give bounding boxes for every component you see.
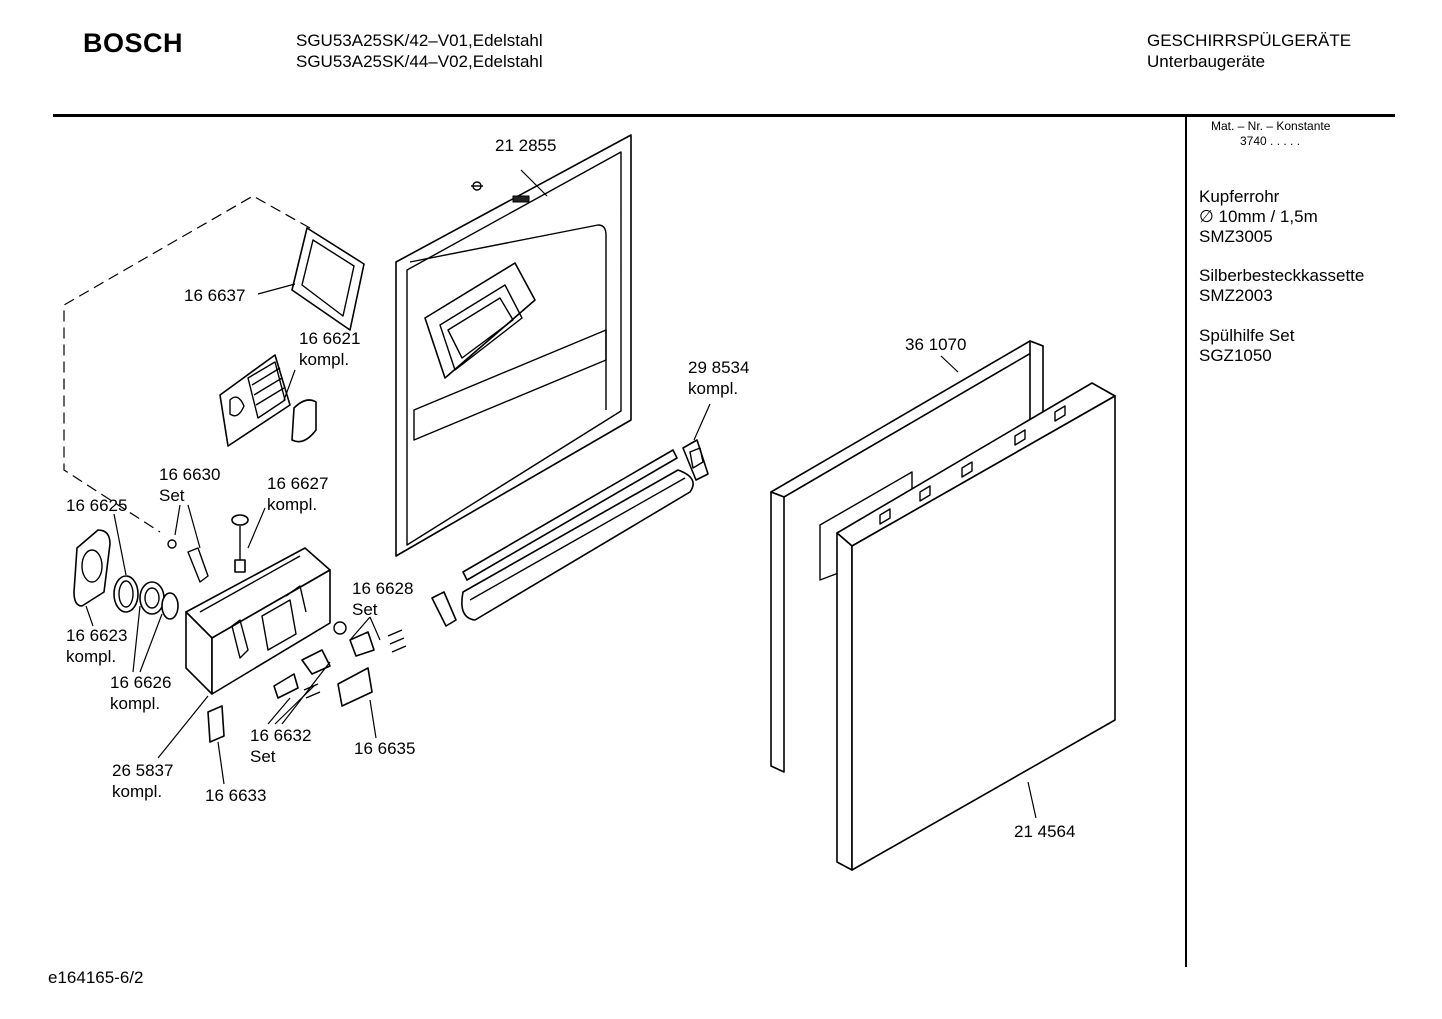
part-labels: 21 2855 16 6637 16 6621 kompl. 29 8534 k…: [66, 136, 1075, 841]
part-note: Set: [250, 747, 276, 766]
part-note: Set: [352, 600, 378, 619]
category-line-2: Unterbaugeräte: [1147, 52, 1266, 71]
part-number: 16 6632: [250, 726, 311, 745]
part-note: kompl.: [267, 495, 317, 514]
brand-logo: BOSCH: [83, 28, 184, 58]
sidebar-divider: [1185, 117, 1187, 967]
header-divider: [53, 114, 1395, 117]
part-number: 21 4564: [1014, 822, 1075, 841]
accessory-code: SMZ2003: [1199, 286, 1273, 305]
part-number: 26 5837: [112, 761, 173, 780]
part-number: 16 6626: [110, 673, 171, 692]
door-lock-housing: [185, 547, 331, 695]
lock-mechanism-parts: [207, 621, 407, 743]
accessory-name: Silberbesteckkassette: [1199, 266, 1365, 285]
part-note: kompl.: [66, 647, 116, 666]
part-number: 16 6621: [299, 329, 360, 348]
bottom-rail: [461, 449, 694, 621]
part-note: kompl.: [688, 379, 738, 398]
assembly-dashed-line: [63, 195, 311, 533]
accessory-item: Kupferrohr ∅ 10mm / 1,5m SMZ3005: [1199, 187, 1318, 247]
part-number: 36 1070: [905, 335, 966, 354]
model-line-1: SGU53A25SK/42–V01,Edelstahl: [296, 31, 543, 50]
screw-part: [231, 514, 249, 573]
accessory-item: Spülhilfe Set SGZ1050: [1199, 326, 1294, 366]
window-frame: [291, 227, 365, 331]
model-line-2: SGU53A25SK/44–V02,Edelstahl: [296, 52, 543, 71]
accessory-code: SMZ3005: [1199, 227, 1273, 246]
accessory-code: SGZ1050: [1199, 346, 1272, 365]
konstante-block: Mat. – Nr. – Konstante 3740 . . . . .: [1211, 119, 1330, 149]
outer-front-panel: [836, 382, 1116, 871]
part-number: 16 6628: [352, 579, 413, 598]
part-number: 16 6625: [66, 496, 127, 515]
part-note: Set: [159, 486, 185, 505]
leader-lines: [85, 169, 1037, 819]
part-number: 16 6633: [205, 786, 266, 805]
part-note: kompl.: [110, 694, 160, 713]
filter-cover: [219, 354, 317, 447]
part-number: 21 2855: [495, 136, 556, 155]
handle-bezel: [73, 529, 209, 620]
part-number: 16 6635: [354, 739, 415, 758]
konstante-value: 3740 . . . . .: [1240, 134, 1301, 148]
category-line-1: GESCHIRRSPÜLGERÄTE: [1147, 31, 1352, 50]
hinge-part: [431, 439, 709, 627]
part-number: 16 6637: [184, 286, 245, 305]
accessory-name: Kupferrohr: [1199, 187, 1280, 206]
exploded-view-drawing: 21 2855 16 6637 16 6621 kompl. 29 8534 k…: [63, 134, 1116, 871]
accessory-detail: ∅ 10mm / 1,5m: [1199, 207, 1318, 226]
part-note: kompl.: [299, 350, 349, 369]
part-number: 16 6630: [159, 465, 220, 484]
part-note: kompl.: [112, 782, 162, 801]
drawing-id: e164165-6/2: [48, 968, 144, 987]
part-number: 16 6627: [267, 474, 328, 493]
inner-door-panel: [395, 134, 632, 557]
part-number: 16 6623: [66, 626, 127, 645]
accessory-name: Spülhilfe Set: [1199, 326, 1295, 345]
konstante-label: Mat. – Nr. – Konstante: [1211, 119, 1331, 133]
part-number: 29 8534: [688, 358, 749, 377]
accessory-item: Silberbesteckkassette SMZ2003: [1199, 266, 1364, 306]
